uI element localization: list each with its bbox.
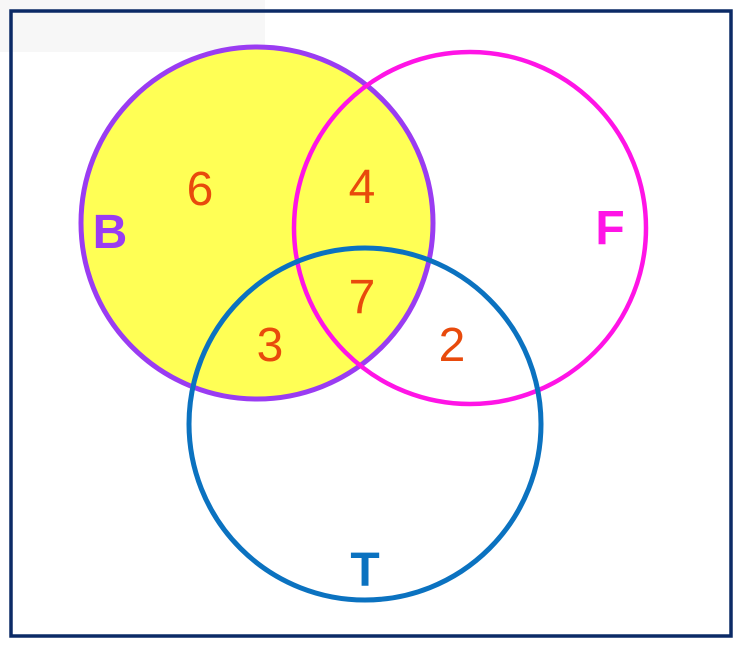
region-f-and-t: 2	[439, 319, 466, 372]
circle-t	[186, 245, 544, 603]
label-b: B	[93, 206, 128, 259]
region-b-f-t: 7	[349, 271, 376, 324]
region-b-and-f: 4	[349, 161, 376, 214]
circle-b	[78, 44, 436, 402]
background-shade	[0, 0, 265, 52]
region-b-and-t: 3	[257, 319, 284, 372]
universal-set-frame	[9, 9, 733, 638]
circle-f	[291, 49, 649, 407]
label-t: T	[350, 544, 379, 597]
region-b-only: 6	[187, 163, 214, 216]
label-f: F	[595, 202, 624, 255]
